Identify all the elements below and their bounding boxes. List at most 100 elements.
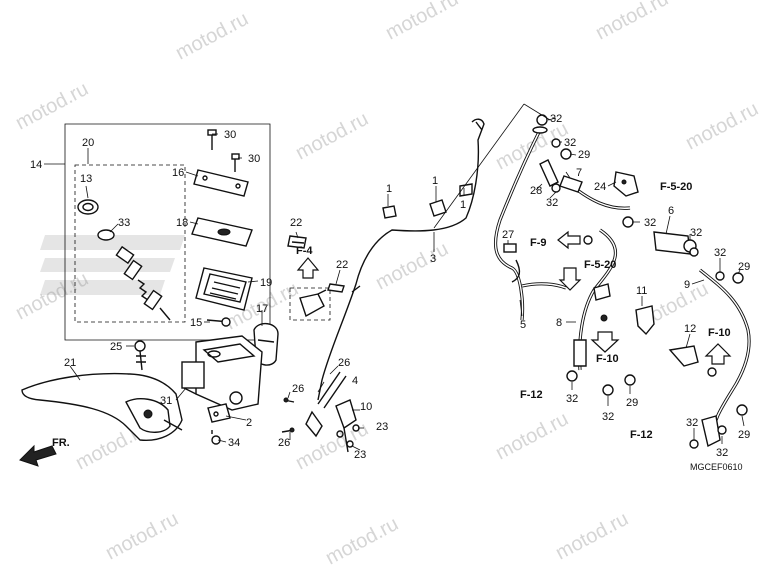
callout-24: 24 xyxy=(594,181,606,193)
callout-32-e: 32 xyxy=(690,227,702,239)
reservoir-cover-16 xyxy=(193,169,249,197)
callout-5: 5 xyxy=(520,319,526,331)
callout-32-b: 32 xyxy=(564,137,576,149)
bolt-25 xyxy=(134,340,146,371)
callout-29-b: 29 xyxy=(738,261,750,273)
washer-32-i xyxy=(689,439,699,449)
washer-32-j xyxy=(717,425,727,435)
callout-1-c: 1 xyxy=(460,199,466,211)
callout-32-f: 32 xyxy=(714,247,726,259)
callout-9: 9 xyxy=(684,279,690,291)
clip-26-b xyxy=(281,427,295,433)
bracket-11 xyxy=(600,305,655,336)
ref-f4: F-4 xyxy=(296,245,313,257)
rod-26 xyxy=(317,371,347,409)
front-direction-marker: FR. xyxy=(19,437,70,467)
ref-arrow-f9 xyxy=(557,230,581,250)
watermark: motod.ru xyxy=(102,508,182,564)
brake-hose-9 xyxy=(699,268,751,441)
hose-joint-upper xyxy=(593,283,611,301)
watermark: motod.ru xyxy=(12,78,92,134)
brake-hose-5 xyxy=(494,129,567,321)
ref-arrow-f10-a xyxy=(590,331,620,353)
callout-32-g: 32 xyxy=(566,393,578,405)
clip-15 xyxy=(206,317,231,327)
watermark: motod.ru xyxy=(12,268,92,324)
callout-32-h: 32 xyxy=(602,411,614,423)
reservoir-cap-13 xyxy=(77,199,99,215)
callout-8: 8 xyxy=(556,317,562,329)
ref-f12-left: F-12 xyxy=(520,389,543,401)
background-logo xyxy=(40,235,185,295)
callout-14: 14 xyxy=(30,159,42,171)
callout-26-c: 26 xyxy=(338,357,350,369)
bolt-28 xyxy=(539,159,559,187)
callout-10: 10 xyxy=(360,401,372,413)
bolt-29-b xyxy=(732,272,744,284)
callout-16: 16 xyxy=(172,167,184,179)
hose-end-8 xyxy=(573,339,587,367)
callout-labels: 14 20 13 33 30 30 16 18 19 15 17 22 22 2… xyxy=(30,113,750,472)
brake-switch-assembly xyxy=(289,257,331,321)
ref-arrow-f10-b xyxy=(704,343,732,365)
callout-27: 27 xyxy=(502,229,514,241)
bolt-22-upper xyxy=(287,235,307,249)
callout-13: 13 xyxy=(80,173,92,185)
watermark: motod.ru xyxy=(492,408,572,464)
callout-2: 2 xyxy=(246,417,252,429)
washer-32-h xyxy=(602,384,614,396)
callout-34: 34 xyxy=(228,437,240,449)
callout-32-d: 32 xyxy=(644,217,656,229)
callout-11: 11 xyxy=(636,285,647,297)
watermark: motod.ru xyxy=(592,0,672,44)
callout-1-b: 1 xyxy=(432,175,438,187)
callout-7: 7 xyxy=(576,167,582,179)
callout-31: 31 xyxy=(160,395,172,407)
washer-32-g xyxy=(566,370,578,382)
washer-32-c xyxy=(551,183,561,193)
callout-29-a: 29 xyxy=(578,149,590,161)
callout-26-a: 26 xyxy=(292,383,304,395)
callout-29-d: 29 xyxy=(738,429,750,441)
bolt-29-d xyxy=(736,404,748,416)
callout-22-b: 22 xyxy=(336,259,348,271)
callout-15: 15 xyxy=(190,317,202,329)
f9-bolt xyxy=(583,235,593,245)
clamp-1-left xyxy=(382,205,397,219)
callout-25: 25 xyxy=(110,341,122,353)
callout-29-c: 29 xyxy=(626,397,638,409)
diaphragm-19 xyxy=(195,267,253,311)
callout-33: 33 xyxy=(118,217,130,229)
callout-12: 12 xyxy=(684,323,696,335)
callout-28: 28 xyxy=(530,185,542,197)
watermark: motod.ru xyxy=(372,238,452,294)
callout-18: 18 xyxy=(176,217,188,229)
bolt-29-a xyxy=(560,148,572,160)
watermark: motod.ru xyxy=(552,508,632,564)
callout-19: 19 xyxy=(260,277,272,289)
ref-f10-left: F-10 xyxy=(596,353,619,365)
callout-32-i: 32 xyxy=(686,417,698,429)
washer-32-d xyxy=(622,216,634,228)
ref-f12-right: F-12 xyxy=(630,429,653,441)
piston-assembly xyxy=(97,229,171,321)
switch-bracket-2 xyxy=(207,403,231,423)
callout-23-b: 23 xyxy=(354,449,366,461)
master-cylinder-body xyxy=(181,335,263,411)
bracket-4 xyxy=(305,410,323,438)
callout-4: 4 xyxy=(352,375,358,387)
callout-32-j: 32 xyxy=(716,447,728,459)
hose-clamp-24 xyxy=(613,171,639,197)
callout-20: 20 xyxy=(82,137,94,149)
diagram-code: MGCEF0610 xyxy=(690,462,743,472)
switch-10 xyxy=(335,399,357,453)
bracket-12 xyxy=(668,345,699,367)
callout-22-a: 22 xyxy=(290,217,302,229)
watermark: motod.ru xyxy=(292,108,372,164)
callout-3: 3 xyxy=(430,253,436,265)
callout-26-b: 26 xyxy=(278,437,290,449)
ref-f10-right: F-10 xyxy=(708,327,731,339)
leader-lines xyxy=(69,103,745,451)
ref-arrow-f5-20 xyxy=(558,267,582,291)
